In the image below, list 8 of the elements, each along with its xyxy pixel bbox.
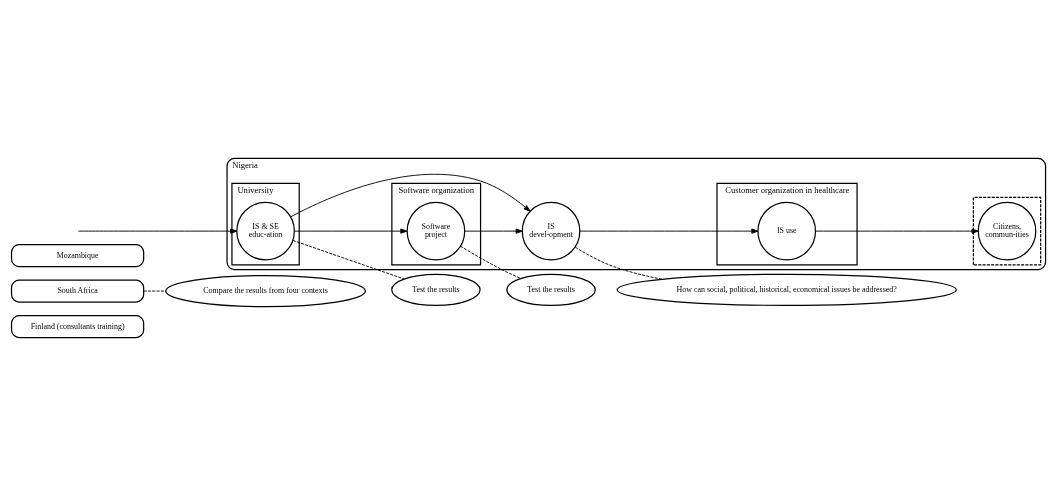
arrow: [579, 228, 759, 234]
arrow: [294, 228, 408, 234]
arrow: [815, 228, 979, 234]
arrow: [77, 228, 238, 234]
connector: [460, 245, 522, 279]
connector: [143, 290, 167, 292]
arrow: [290, 173, 531, 218]
arrow: [464, 228, 523, 234]
